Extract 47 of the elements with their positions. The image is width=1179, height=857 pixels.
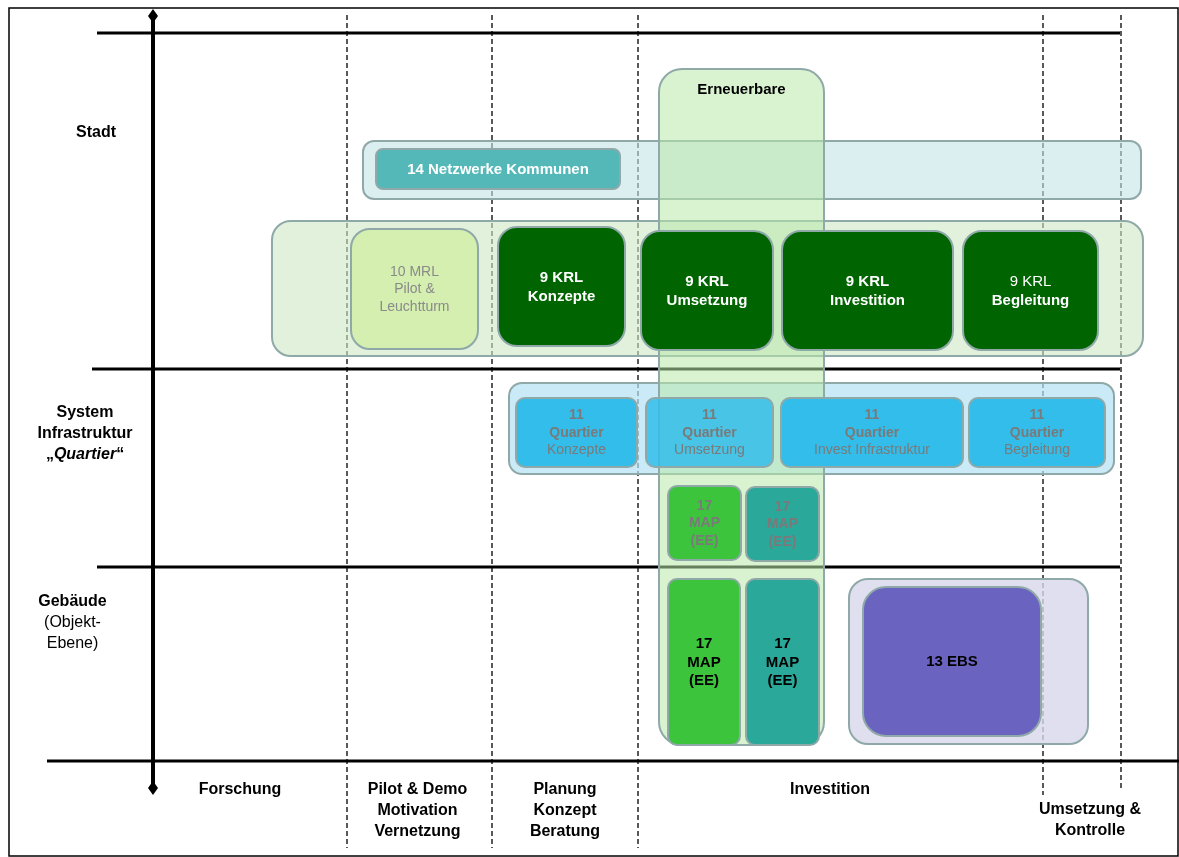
node-label: 9 KRL Umsetzung — [665, 271, 749, 310]
node-label: 11 Quartier — [681, 406, 738, 442]
node-label: 13 EBS — [926, 652, 978, 671]
node-label: 9 KRL Begleitung — [990, 271, 1071, 310]
group-band — [508, 382, 1115, 475]
program-box — [515, 397, 638, 468]
program-box — [862, 586, 1042, 737]
column-label: Pilot & Demo Motivation Vernetzung — [366, 779, 469, 841]
node-label: 9 KRL Investition — [829, 271, 906, 310]
group-band — [848, 578, 1089, 745]
row-label: Gebäude (Objekt-Ebene) — [37, 591, 108, 653]
node-label: 11 Quartier — [548, 406, 605, 442]
node-label: 17 MAP (EE) — [765, 497, 800, 551]
row-label: System Infrastruktur „Quartier“ — [36, 402, 134, 464]
program-box — [667, 485, 742, 561]
node-label: Invest Infrastruktur — [814, 441, 930, 459]
row-label: Stadt — [75, 122, 117, 142]
node-label: 17 MAP (EE) — [686, 633, 722, 691]
program-box — [645, 397, 774, 468]
program-box — [745, 486, 820, 562]
group-band — [362, 140, 1142, 200]
node-label: Begleitung — [1003, 441, 1071, 459]
node-label: 9 KRL Konzepte — [526, 267, 597, 306]
node-label: 17 MAP (EE) — [764, 633, 801, 691]
node-label: Umsetzung — [674, 441, 745, 459]
program-box — [497, 226, 626, 347]
column-label: Planung Konzept Beratung — [528, 779, 602, 841]
node-label: 11 Quartier — [1008, 406, 1066, 442]
node-label: Konzepte — [546, 441, 607, 459]
group-band — [271, 220, 1144, 357]
column-label: Investition — [789, 779, 871, 799]
program-box — [780, 397, 964, 468]
program-box — [781, 230, 954, 351]
program-box — [962, 230, 1099, 351]
node-label: 10 MRL Pilot & Leuchtturm — [379, 262, 450, 316]
program-box — [375, 148, 621, 190]
program-box — [667, 578, 741, 746]
node-label: Erneuerbare — [697, 80, 786, 99]
program-box — [640, 230, 774, 351]
column-label: Umsetzung & Kontrolle — [1037, 799, 1143, 840]
program-box — [745, 578, 820, 746]
program-box — [350, 228, 479, 350]
column-label: Forschung — [197, 779, 283, 799]
program-box — [968, 397, 1106, 468]
node-label: 11 Quartier — [843, 406, 901, 442]
node-label: 17 MAP (EE) — [687, 496, 722, 550]
node-label: 14 Netzwerke Kommunen — [407, 159, 589, 179]
